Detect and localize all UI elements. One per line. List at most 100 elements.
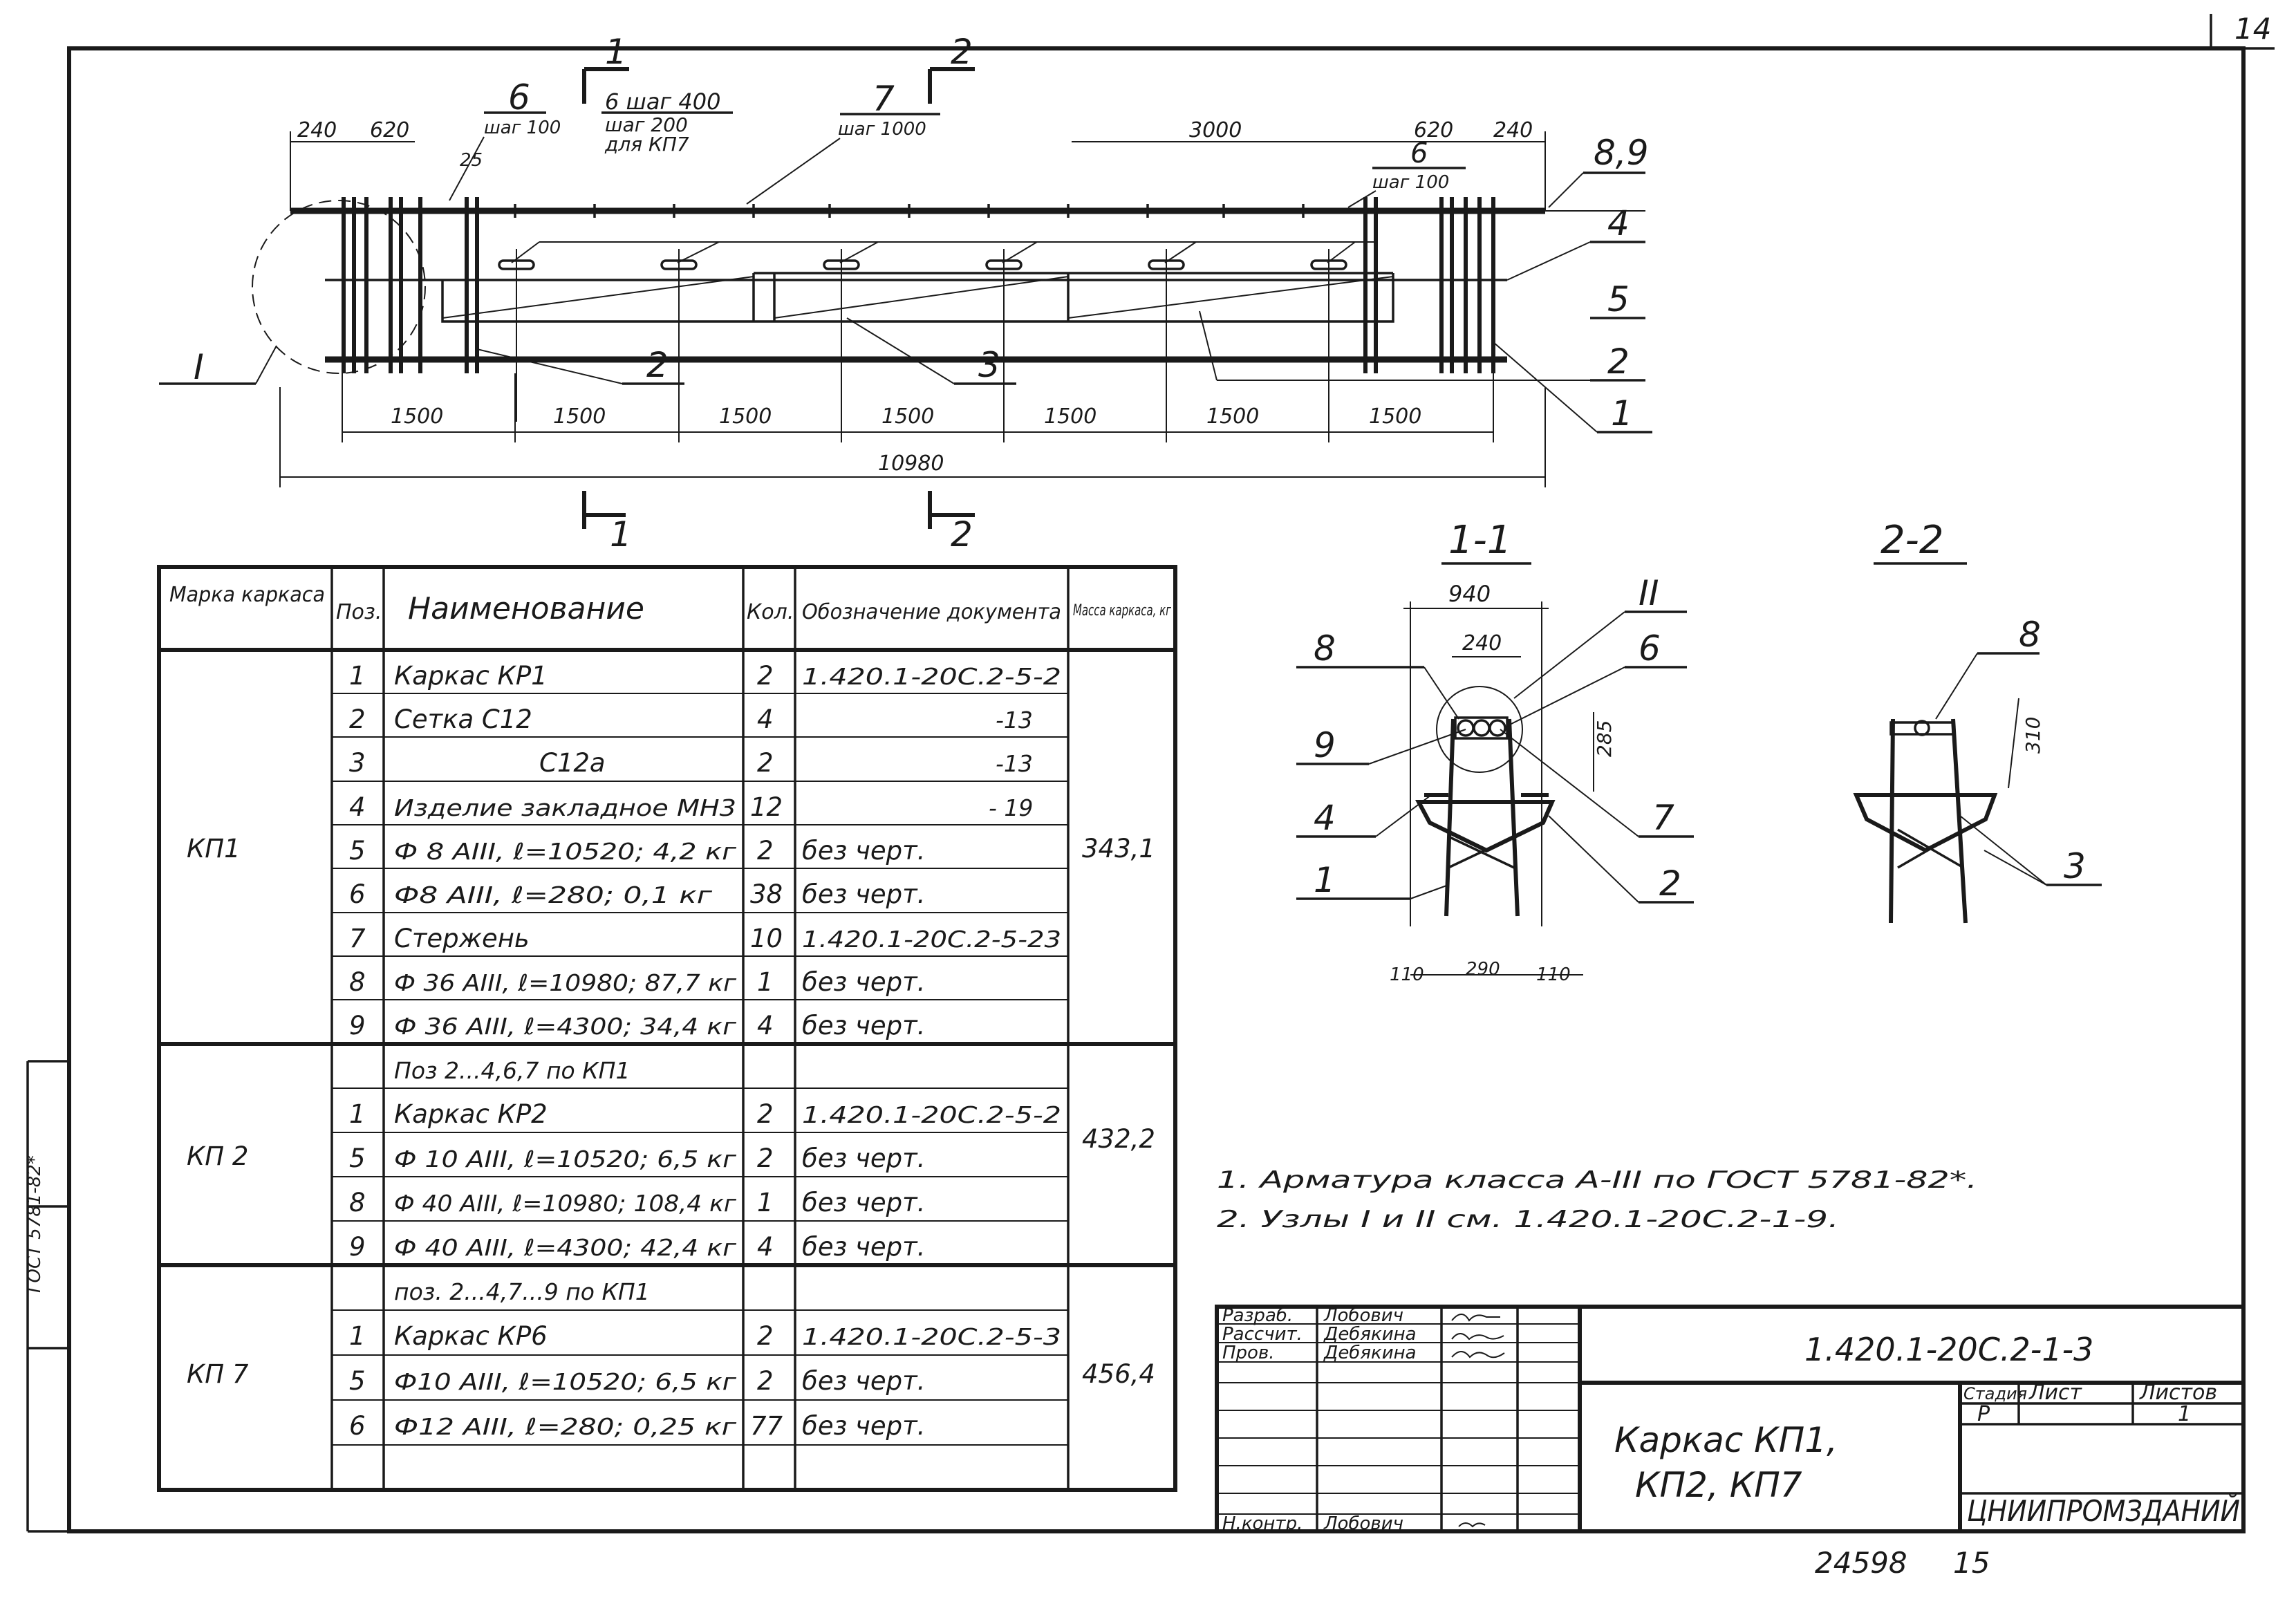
- svg-text:1: 1: [605, 32, 627, 72]
- svg-text:шаг 1000: шаг 1000: [838, 119, 926, 140]
- svg-text:1: 1: [1611, 393, 1633, 433]
- svg-text:без черт.: без черт.: [802, 836, 925, 866]
- svg-text:1: 1: [757, 967, 774, 997]
- svg-text:2: 2: [951, 514, 973, 554]
- svg-text:240: 240: [1462, 631, 1502, 655]
- node-ii-mark: II: [1639, 573, 1659, 613]
- svg-text:1: 1: [2178, 1402, 2191, 1426]
- svg-text:6: 6: [349, 1411, 366, 1441]
- svg-text:7: 7: [349, 924, 366, 953]
- svg-text:7: 7: [872, 79, 895, 119]
- group-mass-kp2: 432,2: [1082, 1124, 1155, 1154]
- svg-text:Каркас КР6: Каркас КР6: [394, 1321, 548, 1351]
- svg-text:110: 110: [1390, 964, 1424, 985]
- svg-text:110: 110: [1536, 964, 1571, 985]
- group-mark-kp2: КП 2: [187, 1141, 248, 1171]
- svg-text:Разраб.: Разраб.: [1222, 1305, 1293, 1326]
- group-mark-kp7: КП 7: [187, 1359, 249, 1389]
- svg-text:8,9: 8,9: [1594, 133, 1649, 173]
- section-mark-1-top: 1: [582, 32, 629, 104]
- svg-text:1500: 1500: [1369, 404, 1421, 429]
- svg-text:Рассчит.: Рассчит.: [1222, 1324, 1303, 1345]
- svg-text:Ф 36 АIII, ℓ=10980; 87,7 кг: Ф 36 АIII, ℓ=10980; 87,7 кг: [394, 969, 737, 996]
- svg-text:3: 3: [978, 345, 1000, 385]
- right-callouts: 8,9 4 5 2 1: [1199, 133, 1652, 433]
- organization: ЦНИИПРОМЗДАНИЙ: [1967, 1493, 2240, 1528]
- group-mark-kp1: КП1: [187, 834, 241, 863]
- svg-text:Стержень: Стержень: [394, 924, 530, 953]
- total-length: 10980: [878, 451, 944, 476]
- signatures: [1451, 1314, 1505, 1528]
- svg-text:8: 8: [1314, 628, 1336, 669]
- svg-text:5: 5: [349, 1143, 366, 1173]
- svg-text:4: 4: [1314, 798, 1336, 838]
- section-mark-1-bottom: 1: [582, 491, 632, 554]
- svg-text:Ф12 АIII, ℓ=280; 0,25 кг: Ф12 АIII, ℓ=280; 0,25 кг: [394, 1413, 737, 1440]
- svg-text:2: 2: [757, 836, 774, 866]
- drawing-title-line1: Каркас КП1,: [1614, 1420, 1838, 1460]
- svg-text:3: 3: [2064, 846, 2086, 886]
- svg-text:4: 4: [1607, 203, 1630, 243]
- svg-text:2: 2: [349, 704, 366, 734]
- notes: 1. Арматура класса А-III по ГОСТ 5781-82…: [1217, 1166, 1977, 1233]
- svg-text:3000: 3000: [1189, 118, 1242, 142]
- table-rows-kp1: 1 Каркас КР1 2 1.420.1-20С.2-5-2 2 Сетка…: [349, 661, 1061, 1040]
- svg-text:-13: -13: [996, 707, 1033, 734]
- section-1-1-title: 1-1: [1448, 518, 1511, 563]
- hdr-name: Наименование: [408, 591, 644, 626]
- svg-text:Ф 40 АIII, ℓ=4300; 42,4 кг: Ф 40 АIII, ℓ=4300; 42,4 кг: [394, 1234, 737, 1261]
- svg-text:1500: 1500: [391, 404, 443, 429]
- svg-text:5: 5: [349, 836, 366, 866]
- svg-text:С12а: С12а: [539, 748, 606, 778]
- svg-text:Каркас КР2: Каркас КР2: [394, 1099, 548, 1129]
- table-rows-kp2: Поз 2...4,6,7 по КП1 1 Каркас КР2 2 1.42…: [349, 1057, 1061, 1262]
- svg-text:1: 1: [349, 1099, 366, 1129]
- svg-text:1: 1: [610, 514, 632, 554]
- svg-text:для КП7: для КП7: [604, 133, 689, 156]
- svg-text:без черт.: без черт.: [802, 1411, 925, 1441]
- svg-text:5: 5: [349, 1366, 366, 1396]
- svg-text:310: 310: [2022, 717, 2044, 754]
- section-2-2-title: 2-2: [1880, 518, 1943, 563]
- embedded-items: [498, 249, 1347, 422]
- svg-text:Сетка С12: Сетка С12: [394, 704, 532, 734]
- bottom-callouts: 2 3: [476, 317, 1016, 385]
- svg-text:1.420.1-20С.2-5-2: 1.420.1-20С.2-5-2: [802, 1101, 1061, 1128]
- mesh-outline: [441, 273, 1394, 323]
- svg-text:Ф 36 АIII, ℓ=4300; 34,4 кг: Ф 36 АIII, ℓ=4300; 34,4 кг: [394, 1013, 737, 1040]
- svg-text:Ф 8 АIII, ℓ=10520; 4,2 кг: Ф 8 АIII, ℓ=10520; 4,2 кг: [394, 838, 737, 865]
- svg-text:1500: 1500: [881, 404, 934, 429]
- callout-pos6-mid: 6 шаг 400 шаг 200 для КП7: [601, 88, 733, 156]
- section-mark-2-top: 2: [928, 32, 975, 104]
- svg-text:8: 8: [2019, 615, 2041, 655]
- svg-text:1.420.1-20С.2-5-3: 1.420.1-20С.2-5-3: [802, 1323, 1061, 1350]
- svg-text:- 19: - 19: [989, 794, 1033, 821]
- svg-text:Дебякина: Дебякина: [1323, 1343, 1417, 1363]
- svg-text:1500: 1500: [1044, 404, 1096, 429]
- callout-pos6-left: 6 шаг 100: [449, 77, 561, 201]
- section-2-2: 2-2 8 310 3: [1853, 518, 2102, 924]
- svg-text:Поз 2...4,6,7 по КП1: Поз 2...4,6,7 по КП1: [394, 1057, 630, 1084]
- svg-text:шаг 100: шаг 100: [1372, 172, 1449, 193]
- svg-text:4: 4: [757, 704, 774, 734]
- svg-text:Р: Р: [1977, 1402, 1990, 1426]
- svg-text:1: 1: [349, 1321, 366, 1351]
- svg-text:1: 1: [757, 1188, 774, 1217]
- svg-text:шаг 100: шаг 100: [484, 118, 561, 138]
- svg-text:290: 290: [1466, 959, 1500, 980]
- top-dimensions: 240 620 3000 620 240 25: [290, 118, 1546, 211]
- svg-text:620: 620: [1414, 118, 1453, 142]
- strip-stamp-text: ГОСТ 5781-82*: [24, 1155, 45, 1293]
- svg-text:Стадия: Стадия: [1963, 1384, 2027, 1403]
- svg-text:без черт.: без черт.: [802, 1143, 925, 1173]
- svg-text:Лобович: Лобович: [1323, 1513, 1403, 1534]
- svg-text:Каркас КР1: Каркас КР1: [394, 661, 548, 691]
- svg-text:2: 2: [757, 1366, 774, 1396]
- node-ii-circle: [1436, 686, 1523, 773]
- svg-text:Изделие закладное МН3: Изделие закладное МН3: [394, 794, 736, 821]
- svg-text:8: 8: [349, 1188, 366, 1217]
- svg-text:2: 2: [757, 661, 774, 691]
- drawing-title-line2: КП2, КП7: [1635, 1465, 1802, 1505]
- svg-text:620: 620: [370, 118, 409, 142]
- note-1: 1. Арматура класса А-III по ГОСТ 5781-82…: [1217, 1166, 1977, 1194]
